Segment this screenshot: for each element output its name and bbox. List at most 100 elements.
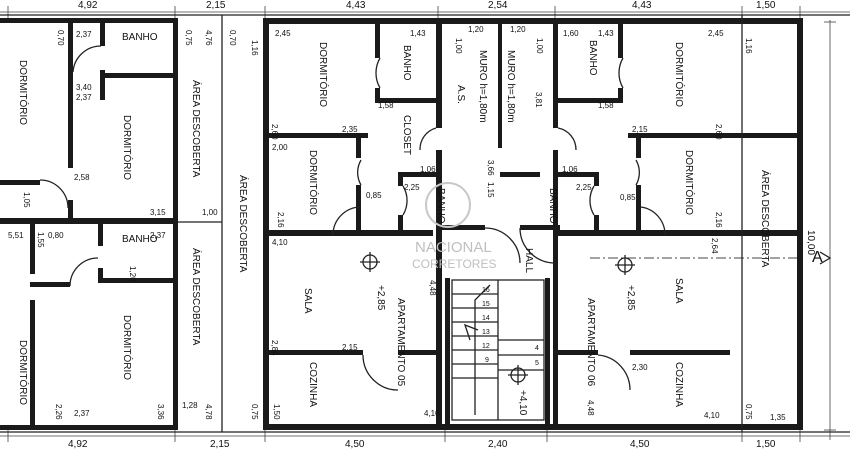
label-dormitorio-05b: DORMITÓRIO: [307, 150, 320, 215]
dim: 1,20: [468, 25, 484, 34]
dim: 0,80: [48, 231, 64, 240]
dim: 2,37: [76, 30, 92, 39]
dim: 2,35: [342, 125, 358, 134]
dim: 4,10: [704, 411, 720, 420]
dim: 2,37: [74, 409, 90, 418]
dim: 1,15: [486, 182, 495, 198]
label-sala-05: SALA: [302, 288, 313, 314]
top-dim-5: 4,43: [632, 0, 652, 11]
label-dormitorio-lt: DORMITÓRIO: [17, 60, 30, 125]
dim: 1,16: [744, 38, 753, 54]
dim: 1,06: [420, 165, 436, 174]
dim: 2,00: [272, 143, 288, 152]
dim: 2,60: [270, 124, 279, 140]
stair-step: 13: [482, 329, 490, 336]
label-banho-05b: BANHO: [435, 188, 446, 224]
label-apto-06: APARTAMENTO 06: [585, 298, 596, 387]
dim: 1,00: [454, 38, 463, 54]
dim: 2,25: [576, 183, 592, 192]
label-banho-06: BANHO: [587, 40, 598, 76]
dim: 1,05: [22, 192, 31, 208]
dim: 2,16: [714, 212, 723, 228]
dim: 1,16: [250, 40, 259, 56]
dim: 1,60: [563, 29, 579, 38]
dim: 3,15: [150, 208, 166, 217]
dim: 0,75: [250, 404, 259, 420]
level-apt06: +2,85: [625, 285, 636, 311]
top-dim-6: 1,50: [756, 0, 776, 11]
bottom-dim-3: 4,50: [345, 439, 365, 450]
dim: 2,26: [54, 404, 63, 420]
label-cozinha-06: COZINHA: [673, 362, 684, 407]
label-as-05: A.S.: [455, 85, 466, 104]
label-dormitorio-lbb: DORMITÓRIO: [17, 340, 30, 405]
label-area-desc-3: ÁREA DESCOBERTA: [237, 175, 250, 273]
label-muro-06: MURO h=1,80m: [505, 50, 516, 123]
dim: 1,20: [128, 266, 137, 282]
dim: 0,70: [56, 30, 65, 46]
right-dimension-line: 10,00: [805, 20, 836, 440]
dim: 3,66: [486, 160, 495, 176]
top-dim-4: 2,54: [488, 0, 508, 11]
watermark-line1: NACIONAL: [415, 239, 492, 256]
level-hall: +4,10: [517, 390, 528, 416]
dim: 1,20: [510, 25, 526, 34]
dim: 0,85: [620, 193, 636, 202]
stair-step: 15: [482, 301, 490, 308]
label-banho-lt: BANHO: [122, 32, 158, 43]
dim: 1,28: [182, 401, 198, 410]
dim: 0,75: [744, 404, 753, 420]
dim: 2,15: [342, 343, 358, 352]
dim: 2,45: [708, 29, 724, 38]
label-area-desc-1: ÁREA DESCOBERTA: [190, 80, 203, 178]
label-banho-05: BANHO: [401, 45, 412, 81]
dim: 4,76: [204, 30, 213, 46]
section-line: A: [590, 249, 832, 266]
watermark: NACIONAL CORRETORES: [412, 182, 496, 271]
dim: 4,10: [272, 238, 288, 247]
stair-step: 5: [535, 360, 539, 367]
watermark-line2: CORRETORES: [412, 257, 496, 271]
label-dormitorio-lb: DORMITÓRIO: [121, 315, 134, 380]
bottom-dimension-line: 4,92 2,15 4,50 2,40 4,50 1,50: [0, 430, 850, 450]
stair-step: 4: [535, 345, 539, 352]
dim: 2,58: [74, 173, 90, 182]
dim: 1,43: [598, 29, 614, 38]
label-closet-05: CLOSET: [401, 115, 412, 155]
dim: 1,06: [562, 165, 578, 174]
room-labels: DORMITÓRIO BANHO DORMITÓRIO ÁREA DESCOBE…: [17, 32, 772, 416]
dim: 2,15: [632, 125, 648, 134]
dim: 4,48: [586, 400, 595, 416]
label-dormitorio-lm: DORMITÓRIO: [121, 115, 134, 180]
dim: 1,00: [535, 38, 544, 54]
label-area-desc-4: ÁREA DESCOBERTA: [759, 170, 772, 268]
top-dim-2: 2,15: [206, 0, 226, 11]
bottom-dim-5: 4,50: [630, 439, 650, 450]
walls: [0, 18, 803, 430]
dim: 4,48: [428, 280, 437, 296]
thin-lines: [0, 14, 850, 433]
dim: 1,55: [36, 232, 45, 248]
dim: 1,35: [770, 413, 786, 422]
bottom-dim-4: 2,40: [488, 439, 508, 450]
stair-step: 16: [482, 287, 490, 294]
dim: 2,37: [150, 231, 166, 240]
label-banho-06b: BANHO: [547, 188, 558, 224]
dim: 2,45: [275, 29, 291, 38]
dim: 1,58: [598, 101, 614, 110]
label-dormitorio-06a: DORMITÓRIO: [673, 42, 686, 107]
dim: 2,30: [632, 363, 648, 372]
stair-step: 12: [482, 343, 490, 350]
top-dim-1: 4,92: [78, 0, 98, 11]
dim: 2,64: [710, 238, 719, 254]
dim: 0,85: [366, 191, 382, 200]
right-dim: 10,00: [805, 230, 816, 255]
dim: 1,58: [378, 101, 394, 110]
label-sala-06: SALA: [673, 278, 684, 304]
label-cozinha-05: COZINHA: [307, 362, 318, 407]
label-apto-05: APARTAMENTO 05: [395, 298, 406, 387]
dim: 2,37: [76, 93, 92, 102]
label-banho-lb: BANHO: [122, 234, 158, 245]
dim: 2,60: [714, 124, 723, 140]
label-muro-05: MURO h=1,80m: [477, 50, 488, 123]
